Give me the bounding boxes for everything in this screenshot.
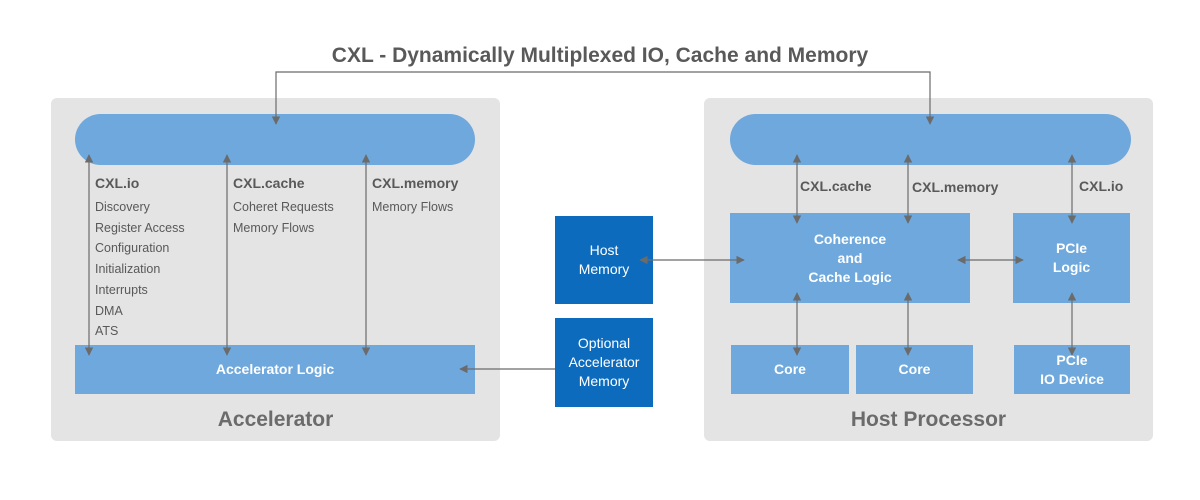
cxl-cache-item: Memory Flows [233,220,315,235]
host-cxl-cache-label: CXL.cache [800,178,872,194]
cxl-io-item: Initialization [95,262,161,277]
cxl-cache-item: Coheret Requests [233,200,334,214]
cxl-io-item: Interrupts [95,282,148,297]
diagram-title: CXL - Dynamically Multiplexed IO, Cache … [331,44,869,67]
cxl-io-item: DMA [95,303,123,318]
cxl-io-heading: CXL.io [95,175,140,191]
cxl-cache-heading: CXL.cache [233,175,305,191]
cxl-memory-heading: CXL.memory [372,175,459,191]
title-bracket-connector [271,71,935,125]
host-cxl-io-label: CXL.io [1079,178,1124,194]
cxl-memory-channel: CXL.memory Memory Flows [372,175,492,218]
cxl-io-item: ATS [95,324,119,339]
pcie-logic-block: PCIe Logic [1013,213,1130,303]
accelerator-logic-block: Accelerator Logic [75,345,475,394]
cxl-io-channel: CXL.io Discovery Register Access Configu… [95,175,225,342]
cxl-io-item: Register Access [95,220,185,235]
core-block: Core [731,345,849,394]
coherence-cache-logic-block: Coherence and Cache Logic [730,213,970,303]
cxl-io-item: Configuration [95,241,170,256]
host-cxl-memory-label: CXL.memory [912,179,999,195]
cxl-memory-item: Memory Flows [372,200,454,214]
cxl-cache-channel: CXL.cache Coheret Requests Memory Flows [233,175,363,238]
optional-accelerator-memory-block: Optional Accelerator Memory [555,318,653,407]
accelerator-label: Accelerator [217,408,334,431]
host-memory-block: Host Memory [555,216,653,304]
host-processor-label: Host Processor [850,408,1007,431]
core-block: Core [856,345,973,394]
cxl-io-item: Discovery [95,200,150,214]
